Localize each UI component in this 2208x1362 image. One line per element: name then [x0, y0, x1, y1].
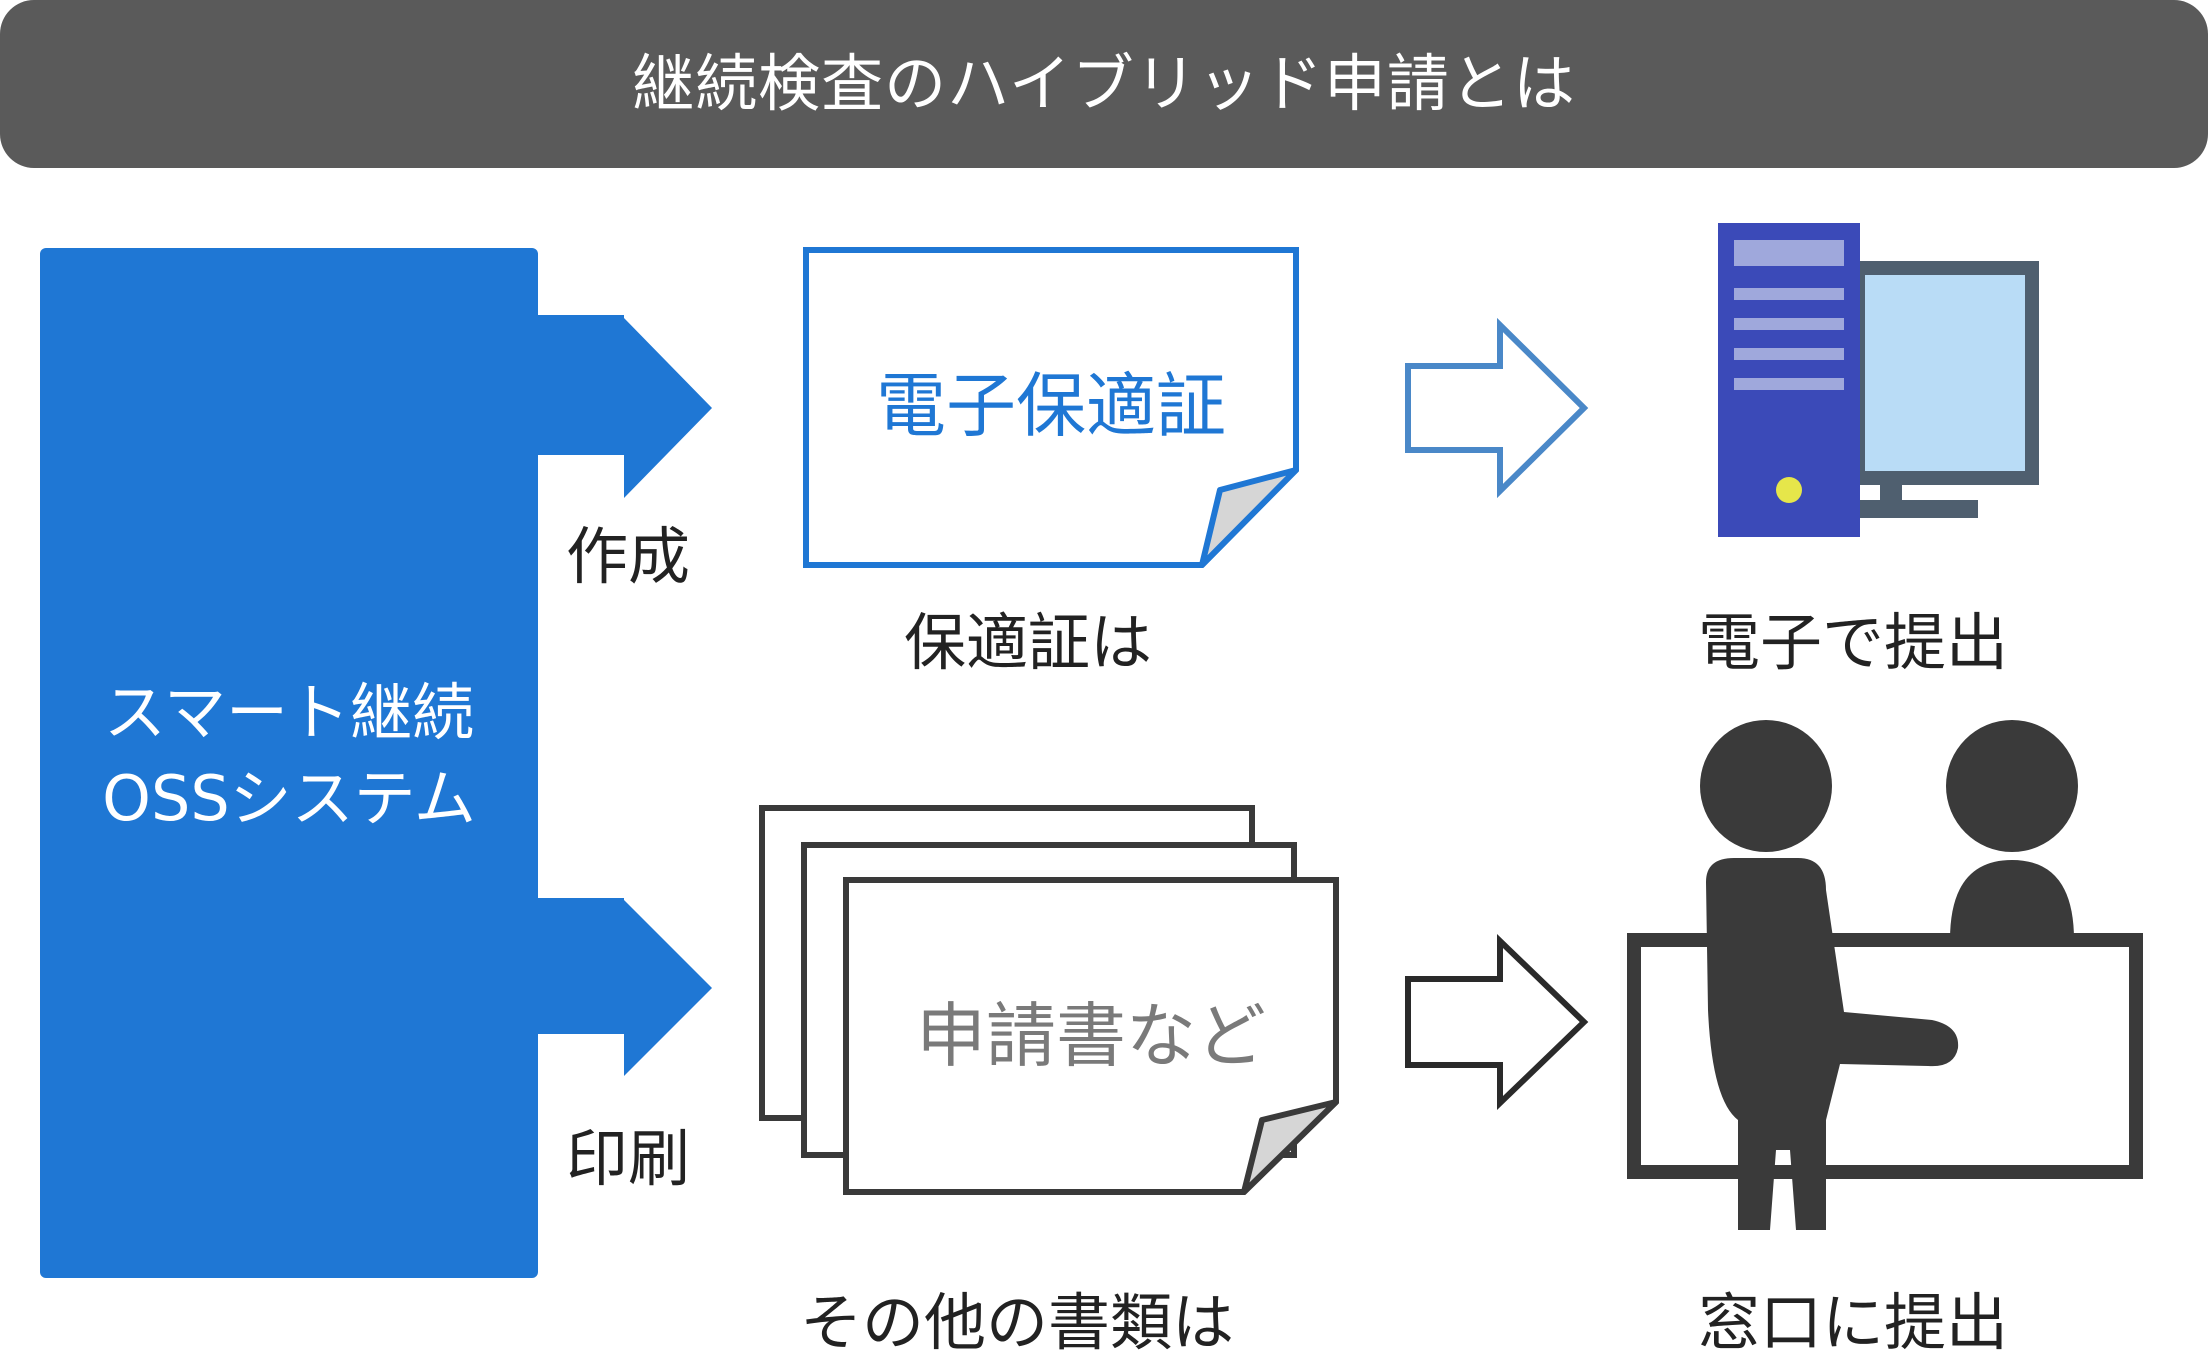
electronic-certificate-doc	[803, 247, 1299, 568]
certificate-caption: 保適証は	[904, 606, 1153, 679]
other-documents-caption: その他の書類は	[800, 1286, 1235, 1359]
title-banner	[0, 0, 2208, 168]
print-arrow	[538, 898, 712, 1076]
system-label-line2: OSSシステム	[102, 762, 476, 835]
electronic-submit-caption: 電子で提出	[1698, 606, 2009, 679]
electronic-certificate-text: 電子保適証	[876, 365, 1226, 447]
counter-submit-caption: 窓口に提出	[1698, 1286, 2009, 1359]
system-label: スマート継続 OSSシステム	[40, 670, 538, 842]
other-documents-stack	[759, 805, 1339, 1195]
computer-icon	[1718, 223, 2039, 537]
print-label: 印刷	[566, 1122, 691, 1195]
banner-title: 継続検査のハイブリッド申請とは	[632, 47, 1576, 120]
create-arrow	[538, 315, 712, 498]
create-label: 作成	[566, 520, 691, 593]
counter-service-icon	[1627, 720, 2143, 1230]
submit-counter-arrow	[1405, 933, 1589, 1111]
application-documents-text: 申請書など	[916, 995, 1266, 1077]
system-box	[40, 248, 538, 1278]
submit-electronic-arrow	[1405, 317, 1589, 499]
system-label-line1: スマート継続	[103, 676, 475, 749]
